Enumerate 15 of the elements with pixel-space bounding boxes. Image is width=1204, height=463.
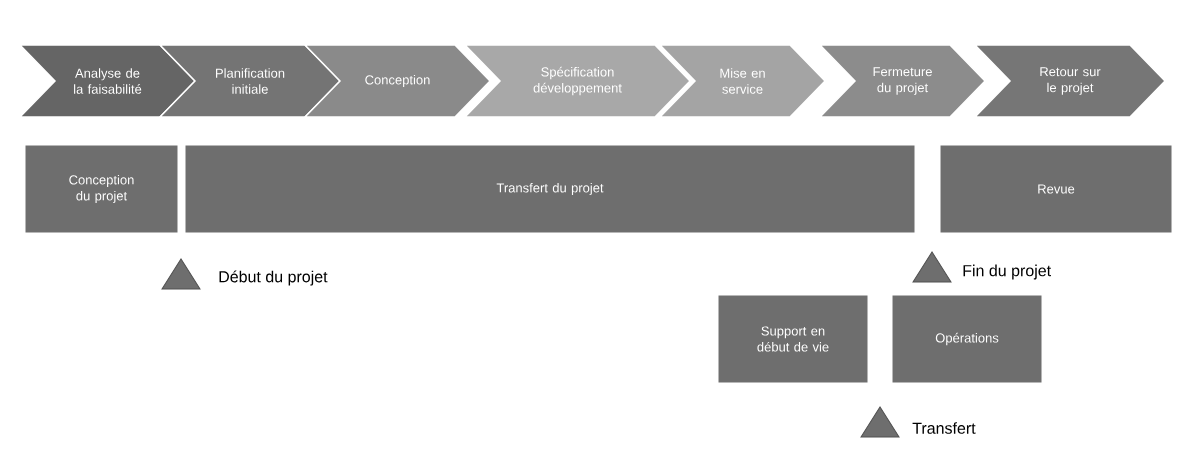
phase-box: Opérations <box>891 294 1043 384</box>
milestone-label: Fin du projet <box>963 264 1051 280</box>
milestone-label: Début du projet <box>219 270 328 286</box>
phase-step: Retour sur le projet <box>973 44 1167 118</box>
phase-step: Spécification développement <box>463 44 692 118</box>
phase-box: Transfert du projet <box>184 144 916 234</box>
phase-box: Support en début de vie <box>717 294 869 384</box>
phase-box: Revue <box>939 144 1173 234</box>
phase-box: Conception du projet <box>24 144 179 234</box>
phase-step: Conception <box>303 44 492 118</box>
phase-step: Planification initiale <box>158 44 342 118</box>
phase-step: Analyse de la faisabilité <box>18 44 197 118</box>
phase-step: Fermeture du projet <box>818 44 987 118</box>
phase-step: Mise en service <box>658 44 827 118</box>
milestone-label: Transfert <box>912 422 976 434</box>
